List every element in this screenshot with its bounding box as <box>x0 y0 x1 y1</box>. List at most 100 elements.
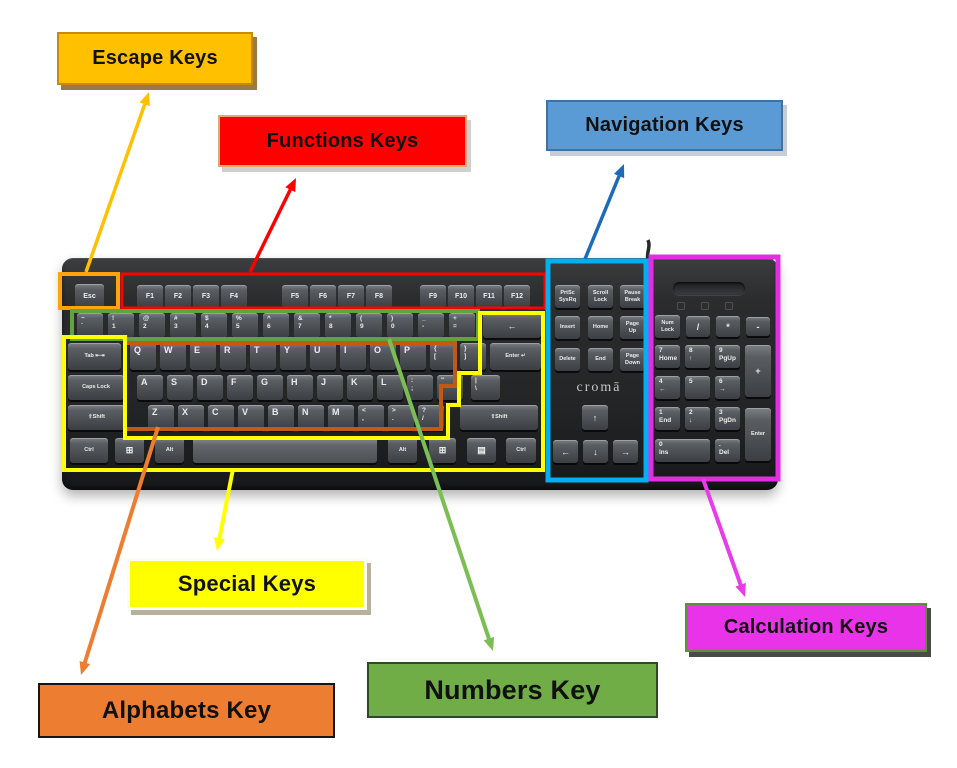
key-lctrl: Ctrl <box>70 438 108 463</box>
label-navigation-keys: Navigation Keys <box>546 100 783 151</box>
key-kp8: 8 ↑ <box>685 345 710 368</box>
key-x: X <box>178 405 204 430</box>
key-lalt: Alt <box>155 438 184 463</box>
label-special-keys: Special Keys <box>127 558 367 610</box>
key-pageup: Page Up <box>620 316 645 339</box>
key-f4: F4 <box>221 285 247 308</box>
key-f6: F6 <box>310 285 336 308</box>
key-kp7: 7 Home <box>655 345 680 368</box>
key-equals: + = <box>449 313 475 338</box>
key-kp-divide: / <box>686 316 710 337</box>
key-rshift: ⇧Shift <box>460 405 538 430</box>
key-4: $ 4 <box>201 313 227 338</box>
key-kp9: 9 PgUp <box>715 345 740 368</box>
escape-arrow-head <box>139 92 150 107</box>
key-kp-multiply: * <box>716 316 740 337</box>
key-8: * 8 <box>325 313 351 338</box>
key-esc: Esc <box>75 284 104 308</box>
key-backslash: | \ <box>471 375 500 400</box>
key-kp2: 2 ↓ <box>685 407 710 430</box>
key-u: U <box>310 343 336 370</box>
key-minus: _ - <box>418 313 444 338</box>
key-d: D <box>197 375 223 400</box>
key-rctrl: Ctrl <box>506 438 536 463</box>
key-rbracket: } ] <box>460 343 486 370</box>
key-q: Q <box>130 343 156 370</box>
key-slash: ? / <box>418 405 444 430</box>
key-insert: Insert <box>555 316 580 339</box>
key-6: ^ 6 <box>263 313 289 338</box>
key-a: A <box>137 375 163 400</box>
key-f5: F5 <box>282 285 308 308</box>
key-c: C <box>208 405 234 430</box>
key-end: End <box>588 348 613 371</box>
functions-arrow-head <box>285 178 296 193</box>
key-f10: F10 <box>448 285 474 308</box>
key-kp-enter: Enter <box>745 408 771 461</box>
key-o: O <box>370 343 396 370</box>
key-scrolllock: Scroll Lock <box>588 285 613 308</box>
key-h: H <box>287 375 313 400</box>
key-f11: F11 <box>476 285 502 308</box>
key-kp6: 6 → <box>715 376 740 399</box>
key-e: E <box>190 343 216 370</box>
key-f: F <box>227 375 253 400</box>
key-z: Z <box>148 405 174 430</box>
key-kp5: 5 <box>685 376 710 399</box>
key-ralt: Alt <box>388 438 417 463</box>
key-prtsc: PrtSc SysRq <box>555 285 580 308</box>
key-p: P <box>400 343 426 370</box>
key-space <box>193 438 377 463</box>
key-1: ! 1 <box>108 313 134 338</box>
alphabets-arrow-head <box>79 660 91 675</box>
key-f2: F2 <box>165 285 191 308</box>
key-lshift: ⇧Shift <box>68 405 125 430</box>
led-indicator-icon <box>701 302 709 310</box>
label-numbers-key: Numbers Key <box>367 662 658 718</box>
key-menu: ▤ <box>467 438 496 463</box>
key-w: W <box>160 343 186 370</box>
key-b: B <box>268 405 294 430</box>
key-0: ) 0 <box>387 313 413 338</box>
key-k: K <box>347 375 373 400</box>
led-indicator-strip <box>673 282 745 295</box>
key-grave: ~ ` <box>77 313 103 338</box>
key-y: Y <box>280 343 306 370</box>
key-delete: Delete <box>555 348 580 371</box>
key-comma: < , <box>358 405 384 430</box>
key-pagedown: Page Down <box>620 348 645 371</box>
label-escape-keys: Escape Keys <box>57 32 253 85</box>
label-alphabets-key: Alphabets Key <box>38 683 335 738</box>
numbers-arrow-head <box>483 636 495 651</box>
key-kp1: 1 End <box>655 407 680 430</box>
key-rwin: ⊞ <box>429 438 456 463</box>
key-m: M <box>328 405 354 430</box>
key-f3: F3 <box>193 285 219 308</box>
navigation-arrow <box>583 172 622 260</box>
key-lwin: ⊞ <box>115 438 144 463</box>
key-enter: Enter ↵ <box>490 343 541 370</box>
navigation-arrow-head <box>613 164 625 179</box>
key-pause: Pause Break <box>620 285 645 308</box>
key-capslock: Caps Lock <box>68 375 124 400</box>
key-n: N <box>298 405 324 430</box>
key-j: J <box>317 375 343 400</box>
key-tab: Tab ⇤⇥ <box>68 343 121 370</box>
key-f7: F7 <box>338 285 364 308</box>
key-numlock: Num Lock <box>655 315 680 338</box>
calculation-arrow-head <box>735 582 746 597</box>
key-kp-subtract: - <box>746 317 770 336</box>
key-g: G <box>257 375 283 400</box>
key-s: S <box>167 375 193 400</box>
key-home: Home <box>588 316 613 339</box>
key-kp4: 4 ← <box>655 376 680 399</box>
key-kp-dot: . Del <box>715 439 740 462</box>
key-f12: F12 <box>504 285 530 308</box>
key-period: > . <box>388 405 414 430</box>
key-2: @ 2 <box>139 313 165 338</box>
key-kp3: 3 PgDn <box>715 407 740 430</box>
key-f9: F9 <box>420 285 446 308</box>
escape-arrow <box>84 100 148 273</box>
